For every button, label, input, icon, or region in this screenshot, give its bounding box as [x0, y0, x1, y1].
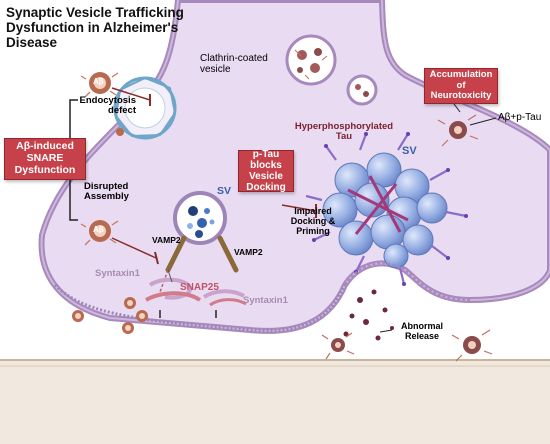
clathrin-vesicle-icon: [113, 76, 177, 140]
syntaxin-right-label: Syntaxin1: [243, 295, 288, 306]
abnormal-release-label: Abnormal Release: [400, 321, 443, 341]
impaired-label: Impaired Docking & Priming: [290, 206, 336, 237]
syntaxin-left-label: Syntaxin1: [95, 268, 140, 279]
snap25-label: SNAP25: [180, 282, 219, 293]
vamp2-right-label: VAMP2: [234, 247, 263, 257]
hyperphos-label: Hyperphosphorylated Tau: [294, 121, 394, 142]
page-title: Synaptic Vesicle Trafficking Dysfunction…: [6, 5, 184, 50]
sv-cluster-label: SV: [402, 145, 417, 157]
accumulation-box: Accumulation of Neurotoxicity: [424, 68, 498, 104]
abeta-ptau-label: Aβ+p-Tau: [498, 112, 542, 123]
synaptic-vesicle-icon: [159, 191, 239, 293]
disrupted-label: Disrupted Assembly: [84, 181, 129, 203]
vamp2-left-label: VAMP2: [152, 235, 181, 245]
top-vesicle: [285, 34, 337, 86]
abeta-snare-box: Aβ-induced SNARE Dysfunction: [4, 138, 86, 180]
released-particles: [343, 289, 394, 341]
clathrin-label: Clathrin-coated vesicle: [200, 53, 268, 75]
side-vesicle: [346, 74, 378, 106]
toxic-aggregates: [321, 114, 493, 362]
endocytosis-label: Endocytosis defect: [79, 95, 137, 117]
snare-complex: [145, 269, 247, 318]
tau-filament-icon: [305, 133, 467, 285]
abeta-tag-upper: Aβ: [93, 77, 104, 86]
sv-center-label: SV: [217, 185, 232, 197]
ptau-blocks-box: p-Tau blocks Vesicle Docking: [238, 149, 294, 193]
amyloid-plaque-icon: [72, 72, 148, 334]
abeta-tag-lower: Aβ: [93, 225, 104, 234]
postsynaptic-membrane: [0, 359, 550, 444]
